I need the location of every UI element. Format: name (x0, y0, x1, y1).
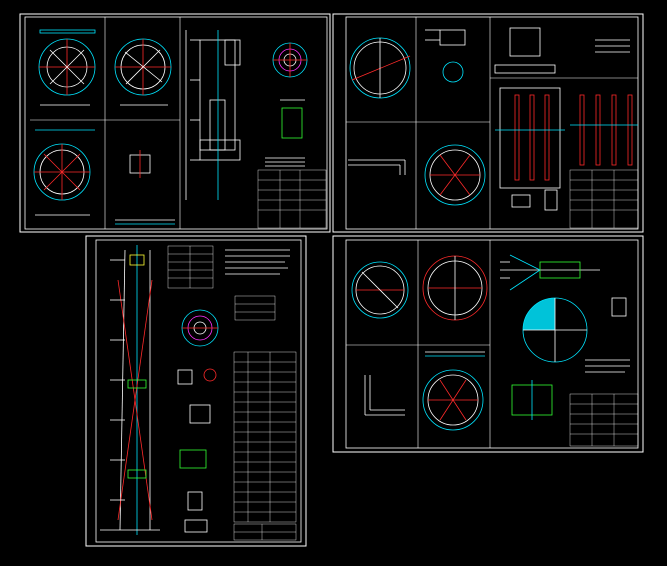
sheet-border (332, 13, 644, 233)
sheet-inner-border (345, 239, 639, 449)
sheet-border (332, 235, 644, 453)
flange-detail (272, 42, 308, 139)
small-detail-square (115, 150, 175, 225)
distributor-plan (349, 37, 411, 99)
title-block (569, 393, 639, 447)
plate-view-1 (38, 29, 96, 106)
nozzle-detail (425, 29, 466, 83)
sheet-inner-border (24, 16, 328, 230)
plate-view-3 (33, 129, 95, 216)
sheet-inner-border (95, 239, 302, 543)
pipe-elbow (348, 159, 406, 175)
support-ring (422, 369, 484, 431)
column-elevation (185, 30, 241, 200)
sheet-bottom-left[interactable] (85, 235, 307, 547)
bracket-detail (511, 380, 553, 420)
small-clip (611, 297, 627, 317)
angle-section (364, 375, 405, 416)
sheet-border (19, 13, 331, 233)
sheet-bottom-right[interactable] (332, 235, 644, 453)
title-block (233, 523, 297, 541)
small-table (234, 295, 276, 321)
sheet-border (85, 235, 307, 547)
column-assembly-elevation (100, 245, 160, 535)
tech-notes (225, 249, 290, 275)
sheet-inner-border (345, 16, 639, 230)
support-plan-2 (422, 255, 488, 321)
trough-detail-top (494, 27, 630, 74)
beam-strip (425, 351, 485, 357)
detail-views (177, 368, 217, 533)
title-block (569, 169, 639, 229)
notes-block (585, 359, 630, 373)
nozzle-orientation-view (181, 309, 219, 347)
notes-block (265, 157, 305, 167)
support-plan-1 (351, 261, 409, 319)
distributor-ring (424, 144, 486, 206)
parts-list-table (233, 351, 297, 523)
data-table (167, 245, 214, 289)
small-parts (511, 189, 558, 211)
title-block (257, 169, 327, 229)
distributor-arms (495, 87, 638, 189)
sheet-top-left[interactable] (19, 13, 331, 233)
grid-plate (522, 297, 588, 363)
header-pipe (500, 254, 600, 291)
sheet-top-right[interactable] (332, 13, 644, 233)
plate-view-2 (114, 38, 172, 106)
